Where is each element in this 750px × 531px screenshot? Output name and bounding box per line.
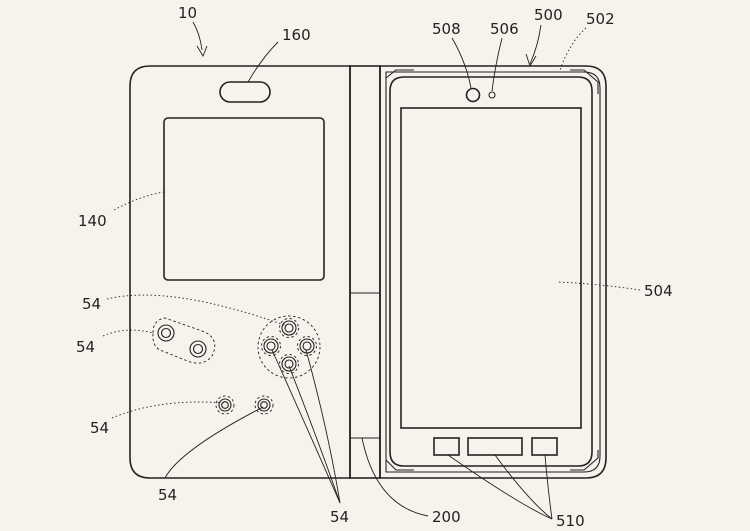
- case-left-panel: [129, 65, 351, 479]
- display-window: [163, 117, 325, 281]
- phone-sensor: [488, 91, 496, 99]
- phone-camera: [465, 87, 481, 103]
- label-phone-camera: 508: [432, 20, 461, 38]
- label-buttons-ab: 54: [76, 338, 95, 356]
- label-phone-sensor: 506: [490, 20, 519, 38]
- phone-screen: [400, 107, 582, 429]
- label-device: 10: [178, 4, 197, 22]
- reference-labels: 10 160 140 54 54 54 54 54 200 508 506 50…: [76, 4, 673, 530]
- label-buttons-bottom: 54: [330, 508, 349, 526]
- label-speaker-slot: 160: [282, 26, 311, 44]
- label-buttons-dpad: 54: [82, 295, 101, 313]
- label-display-window: 140: [78, 212, 107, 230]
- select-start-buttons: [215, 395, 274, 415]
- label-hinge: 200: [432, 508, 461, 526]
- leader-lines: [102, 21, 641, 520]
- phone-holder: [379, 65, 607, 479]
- label-buttons-lower: 54: [158, 486, 177, 504]
- label-phone-frame: 502: [586, 10, 615, 28]
- ab-buttons: [152, 317, 216, 364]
- phone-keys: [433, 437, 558, 456]
- speaker-slot: [219, 81, 271, 103]
- label-phone-keys: 510: [556, 512, 585, 530]
- dpad-buttons: [257, 315, 321, 379]
- hinge: [349, 65, 381, 479]
- label-phone-screen: 504: [644, 282, 673, 300]
- label-buttons-select: 54: [90, 419, 109, 437]
- label-phone: 500: [534, 6, 563, 24]
- phone-device: [389, 76, 593, 467]
